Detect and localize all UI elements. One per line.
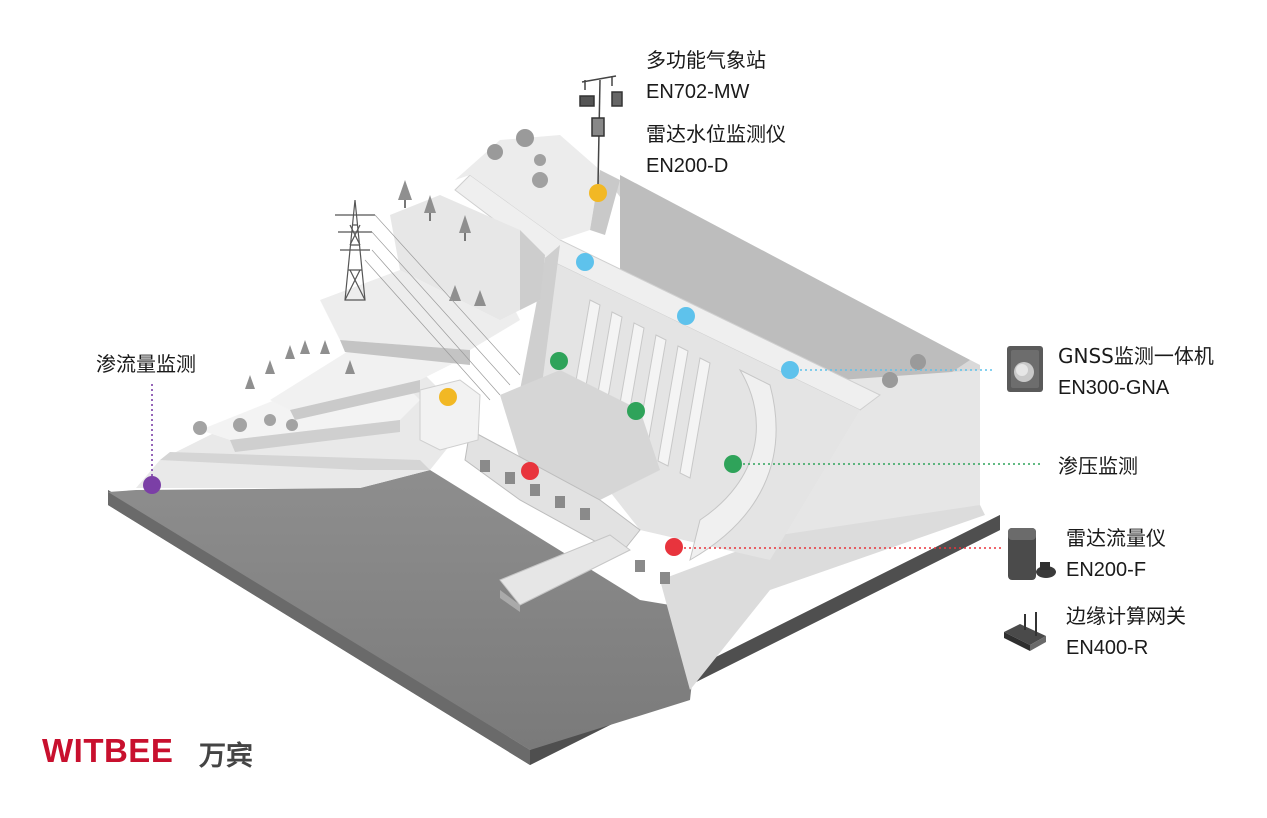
trees <box>193 129 926 435</box>
green-marker-1 <box>550 352 568 370</box>
radar-flow-name: 雷达流量仪 <box>1066 526 1166 550</box>
radar-level-label: 雷达水位监测仪 EN200-D <box>646 118 786 182</box>
gnss-label: GNSS监测一体机 EN300-GNA <box>1058 340 1214 404</box>
powerhouse <box>419 370 670 612</box>
purple-marker <box>143 476 161 494</box>
seepage-pressure-name: 渗压监测 <box>1058 454 1138 478</box>
green-marker-2 <box>627 402 645 420</box>
yellow-marker-house <box>439 388 457 406</box>
weather-station-model: EN702-MW <box>646 81 750 103</box>
brand-logo: WITBEE <box>42 732 174 769</box>
brand-logo-cn: 万宾 <box>199 741 253 772</box>
blue-marker-3 <box>781 361 799 379</box>
weather-station-label: 多功能气象站 EN702-MW <box>646 44 766 108</box>
weather-station-name: 多功能气象站 <box>646 48 766 72</box>
radar-level-name: 雷达水位监测仪 <box>646 122 786 146</box>
green-marker-3 <box>724 455 742 473</box>
markers <box>143 184 799 556</box>
gnss-device-icon <box>1007 346 1043 392</box>
seepage-flow-name: 渗流量监测 <box>96 352 196 376</box>
radar-flow-meter-icon <box>1008 528 1056 580</box>
power-tower-icon <box>335 199 521 401</box>
left-hills <box>136 135 620 488</box>
edge-gateway-model: EN400-R <box>1066 637 1149 659</box>
edge-gateway-icon <box>1004 612 1046 651</box>
gnss-model: EN300-GNA <box>1058 377 1170 399</box>
radar-flow-label: 雷达流量仪 EN200-F <box>1066 522 1166 586</box>
seepage-pressure-label: 渗压监测 <box>1058 450 1138 482</box>
red-marker-2 <box>665 538 683 556</box>
connector-lines <box>151 369 1043 549</box>
gnss-name: GNSS监测一体机 <box>1058 344 1214 368</box>
blue-marker-1 <box>576 253 594 271</box>
radar-level-model: EN200-D <box>646 155 729 177</box>
edge-gateway-label: 边缘计算网关 EN400-R <box>1066 600 1186 664</box>
blue-marker-2 <box>677 307 695 325</box>
seepage-flow-label: 渗流量监测 <box>96 348 196 380</box>
downstream-water <box>108 470 700 750</box>
red-marker-1 <box>521 462 539 480</box>
yellow-marker-top <box>589 184 607 202</box>
edge-gateway-name: 边缘计算网关 <box>1066 604 1186 628</box>
radar-flow-model: EN200-F <box>1066 559 1147 581</box>
weather-station-icon <box>579 75 623 186</box>
